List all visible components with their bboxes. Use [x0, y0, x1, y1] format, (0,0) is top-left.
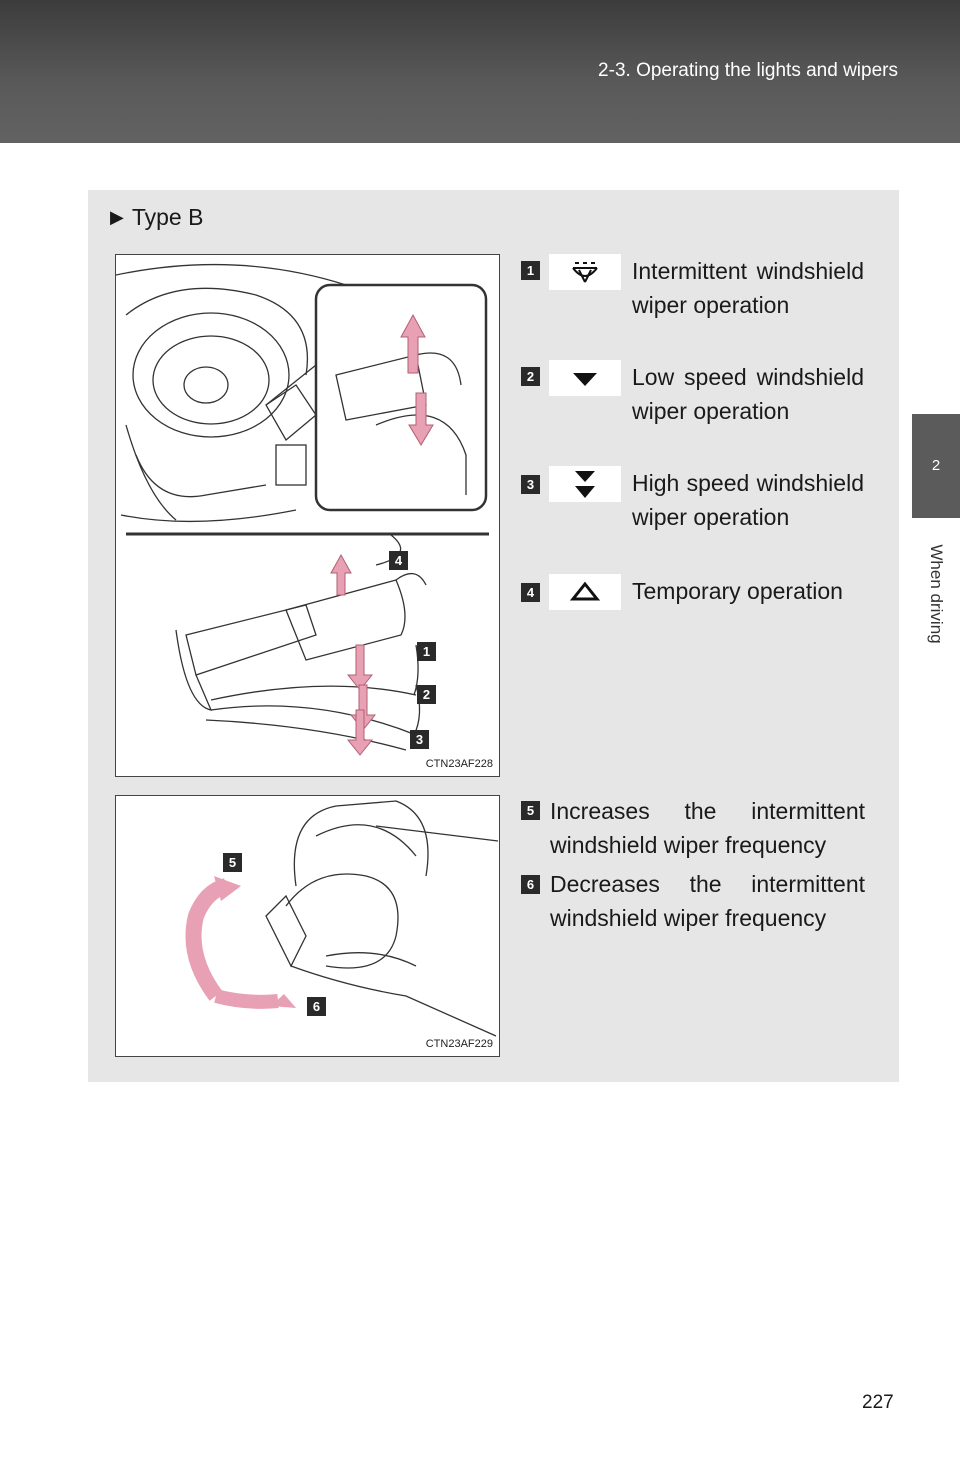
- callout-4: 4: [389, 551, 408, 570]
- intermittent-wiper-icon: [549, 254, 621, 290]
- item-number-5: 5: [521, 801, 540, 820]
- item-number-1: 1: [521, 261, 540, 280]
- callout-5: 5: [223, 853, 242, 872]
- type-heading: ▶ Type B: [110, 204, 203, 231]
- page-header: 2-3. Operating the lights and wipers: [0, 0, 960, 143]
- callout-1: 1: [417, 642, 436, 661]
- temporary-operation-icon: [549, 574, 621, 610]
- figure-code: CTN23AF228: [425, 758, 493, 770]
- item-text-5: Increases the intermittent windshield wi…: [550, 798, 865, 858]
- item-text-3: High speed wind­shield wiper opera­tion: [632, 470, 864, 530]
- page-number: 227: [862, 1392, 894, 1413]
- item-number-4: 4: [521, 583, 540, 602]
- chapter-tab[interactable]: 2: [912, 414, 960, 518]
- section-title: 2-3. Operating the lights and wipers: [598, 60, 898, 81]
- figure-frequency-dial: 5 6 CTN23AF229: [115, 795, 500, 1057]
- item-text-2: Low speed wind­shield wiper opera­tion: [632, 364, 864, 424]
- figure-code: CTN23AF229: [425, 1038, 493, 1050]
- chapter-label: When driving: [927, 544, 946, 644]
- frequency-dial-illustration: [185, 800, 499, 1037]
- triangle-bullet-icon: ▶: [110, 207, 124, 227]
- low-speed-wiper-icon: [549, 360, 621, 396]
- item-text-4: Temporary operation: [632, 578, 843, 604]
- item-text-1: Intermittent wind­shield wiper opera­tio…: [632, 258, 864, 318]
- callout-3: 3: [410, 730, 429, 749]
- callout-6: 6: [307, 997, 326, 1016]
- item-number-3: 3: [521, 475, 540, 494]
- item-text-6: Decreases the intermittent windshield wi…: [550, 871, 865, 931]
- type-heading-text: Type B: [131, 204, 204, 230]
- item-number-6: 6: [521, 875, 540, 894]
- high-speed-wiper-icon: [549, 466, 621, 502]
- item-number-2: 2: [521, 367, 540, 386]
- figure-wiper-lever: 4 1 2 3 CTN23AF228: [115, 254, 500, 777]
- callout-2: 2: [417, 685, 436, 704]
- wiper-lever-illustration: [115, 263, 489, 756]
